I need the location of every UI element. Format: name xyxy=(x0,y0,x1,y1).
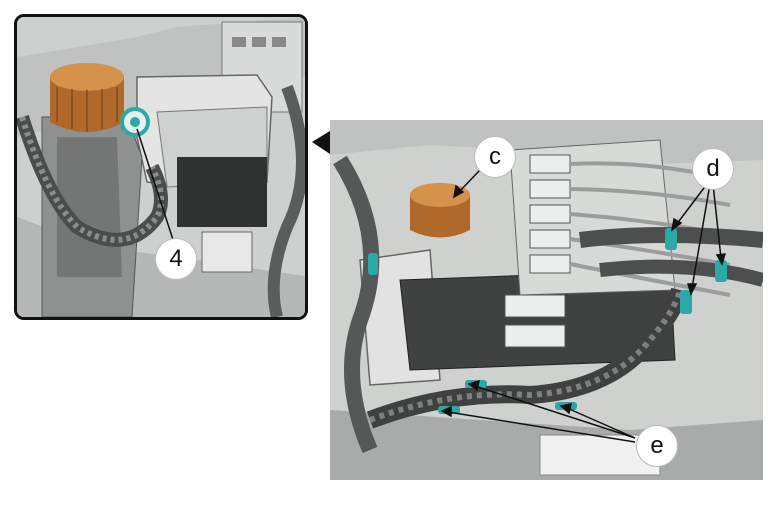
inset-callout-4: 4 xyxy=(155,238,197,280)
callout-c: c xyxy=(474,136,516,178)
main-illustration xyxy=(330,120,763,480)
callout-e: e xyxy=(636,425,678,467)
inset-detail-view: 4 xyxy=(14,14,308,320)
callout-d: d xyxy=(692,148,734,190)
main-engine-bay-view: c d e xyxy=(330,120,763,480)
